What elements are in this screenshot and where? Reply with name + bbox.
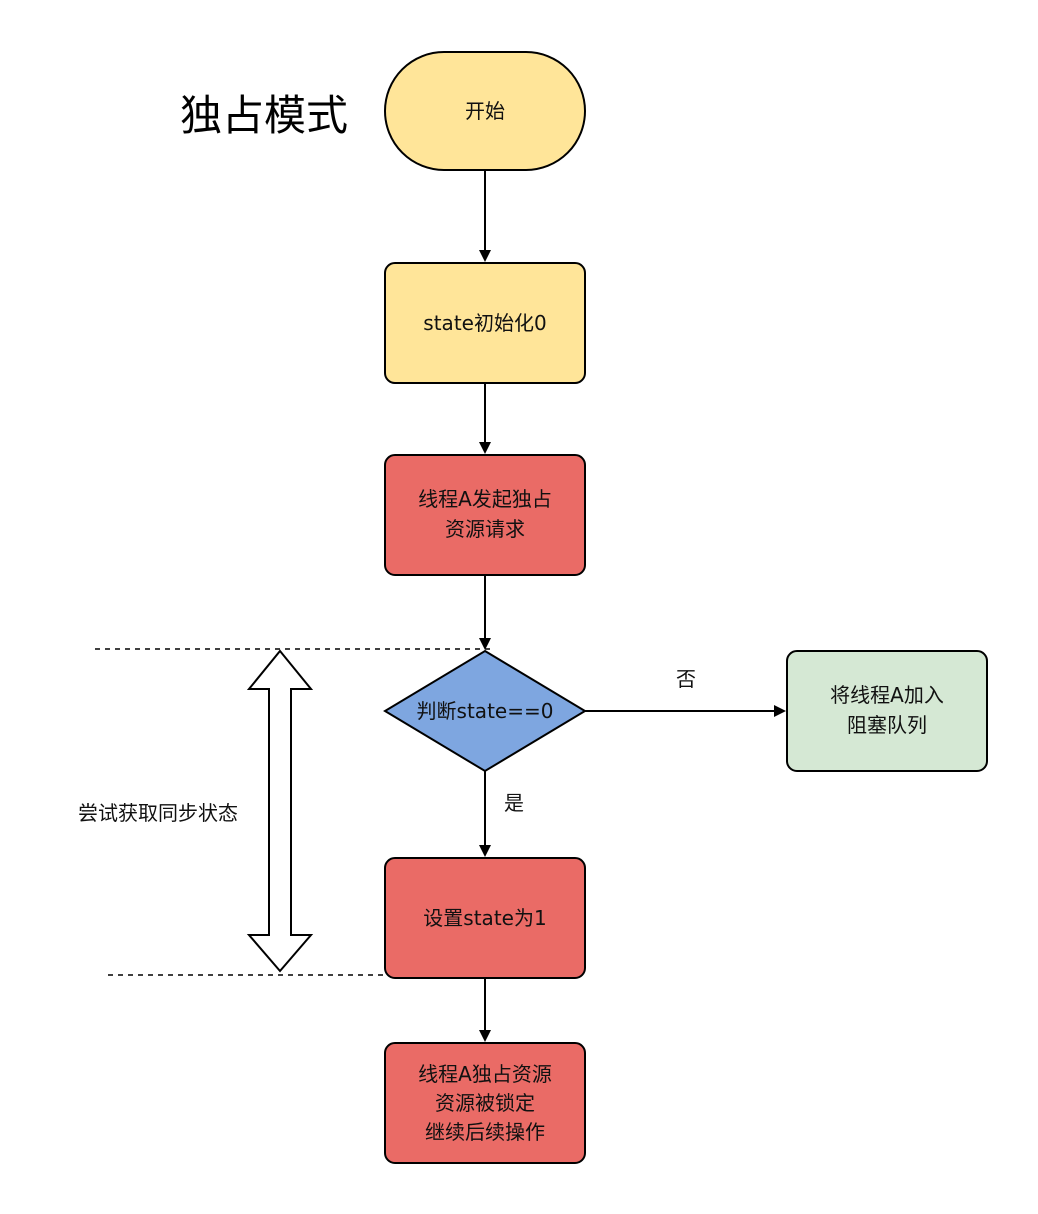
- enqueue-node-line-1: 将线程A加入: [830, 683, 944, 707]
- start-node-label: 开始: [465, 99, 505, 123]
- annotation-label: 尝试获取同步状态: [78, 801, 238, 825]
- request-node-line-2: 资源请求: [445, 517, 525, 541]
- occupy-node-line-1: 线程A独占资源: [418, 1062, 552, 1086]
- edge-no-label: 否: [676, 667, 696, 691]
- enqueue-node[interactable]: [786, 650, 988, 772]
- request-node-line-1: 线程A发起独占: [418, 487, 552, 511]
- double-arrow-icon: [246, 649, 314, 973]
- occupy-node-line-2: 资源被锁定: [435, 1091, 535, 1115]
- occupy-node[interactable]: [384, 1042, 586, 1164]
- edge-yes-label: 是: [504, 791, 524, 815]
- diagram-title: 独占模式: [180, 91, 348, 140]
- init-node-label: state初始化0: [423, 311, 546, 335]
- check-decision-label: 判断state==0: [417, 699, 554, 723]
- request-node[interactable]: [384, 454, 586, 576]
- set-node-label: 设置state为1: [423, 906, 546, 930]
- occupy-node-line-3: 继续后续操作: [425, 1120, 545, 1144]
- enqueue-node-line-2: 阻塞队列: [847, 713, 927, 737]
